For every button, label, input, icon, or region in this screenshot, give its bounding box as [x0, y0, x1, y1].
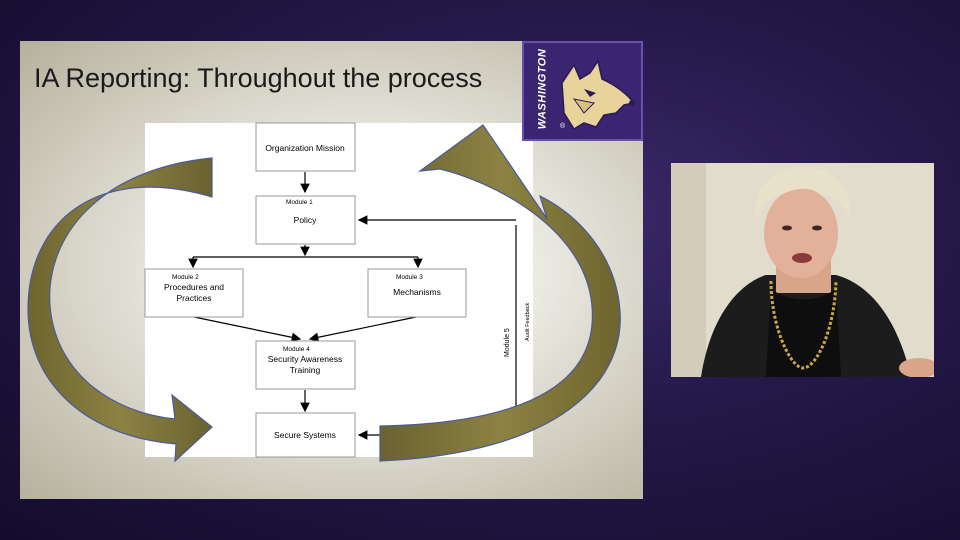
- left-cycle-arrow: [27, 157, 213, 463]
- flow-diagram: Organization Mission Module 1 Policy Mod…: [27, 122, 621, 463]
- presenter-video: [671, 163, 934, 377]
- right-cycle-arrow: [379, 124, 621, 462]
- mechanisms-label: Mechanisms: [393, 287, 441, 297]
- training-label-line2: Training: [290, 365, 321, 375]
- procedures-module-label: Module 2: [172, 274, 199, 281]
- procedures-label-line1: Procedures and: [164, 282, 224, 292]
- university-logo: WASHINGTON ®: [522, 41, 643, 141]
- policy-label: Policy: [294, 215, 317, 225]
- training-module-label: Module 4: [283, 346, 310, 353]
- presenter-figure: [671, 163, 934, 377]
- box-secure-systems: Secure Systems: [255, 412, 356, 458]
- mechanisms-module-label: Module 3: [396, 274, 423, 281]
- box-procedures: Module 2 Procedures and Practices: [144, 268, 244, 318]
- module5-label: Module 5: [504, 328, 511, 357]
- policy-module-label: Module 1: [286, 199, 313, 206]
- husky-icon: [561, 59, 636, 131]
- registered-mark: ®: [560, 123, 566, 130]
- box-mechanisms: Module 3 Mechanisms: [367, 268, 467, 318]
- box-policy: Module 1 Policy: [255, 195, 356, 245]
- audit-feedback-label: Audit Feedback: [525, 303, 531, 341]
- box-organization-mission: Organization Mission: [255, 122, 356, 172]
- box-security-awareness-training: Module 4 Security Awareness Training: [255, 340, 356, 390]
- mission-label: Organization Mission: [265, 143, 345, 153]
- training-label-line1: Security Awareness: [268, 354, 343, 364]
- secure-systems-label: Secure Systems: [274, 430, 336, 440]
- slide-title: IA Reporting: Throughout the process: [34, 63, 483, 93]
- procedures-label-line2: Practices: [177, 293, 212, 303]
